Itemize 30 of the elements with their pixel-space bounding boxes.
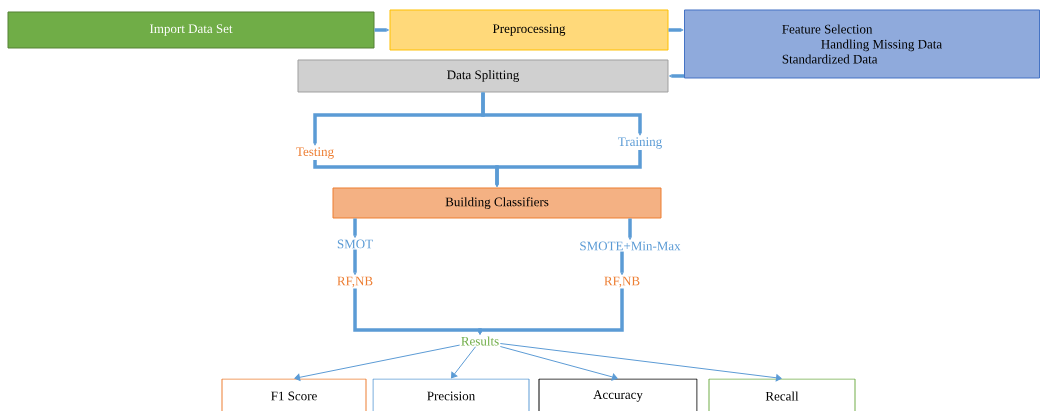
- process-box: Data Splitting: [297, 59, 669, 93]
- arrow: [353, 218, 357, 238]
- arrow: [478, 288, 624, 335]
- arrow: [499, 346, 618, 381]
- arrow: [499, 343, 782, 382]
- arrow: [481, 92, 642, 136]
- arrow: [353, 249, 357, 276]
- arrow: [451, 346, 477, 379]
- process-box: Import Data Set: [7, 11, 375, 49]
- arrow: [620, 251, 624, 276]
- process-box: Feature Selection Handling Missing Data Standardized Data: [684, 9, 1040, 79]
- metric-box: Recall: [708, 378, 856, 411]
- arrow: [374, 28, 390, 32]
- branch-label: Testing: [296, 147, 334, 159]
- process-box: Building Classifiers: [332, 187, 662, 219]
- method-label: SMOTE+Min-Max: [580, 241, 681, 251]
- arrow: [294, 344, 461, 381]
- metric-box: Accuracy: [538, 378, 698, 411]
- method-label: SMOT: [337, 239, 373, 249]
- model-list: RF,NB: [604, 276, 640, 288]
- arrow: [495, 149, 642, 188]
- metric-box: F1 Score: [221, 378, 367, 411]
- process-box: Preprocessing: [389, 9, 669, 51]
- model-list: RF,NB: [337, 276, 373, 288]
- results-label: Results: [461, 336, 499, 346]
- arrow: [668, 28, 684, 32]
- branch-label: Training: [618, 137, 662, 149]
- metric-box: Precision: [372, 378, 530, 411]
- arrow: [668, 74, 684, 78]
- arrow: [628, 218, 632, 240]
